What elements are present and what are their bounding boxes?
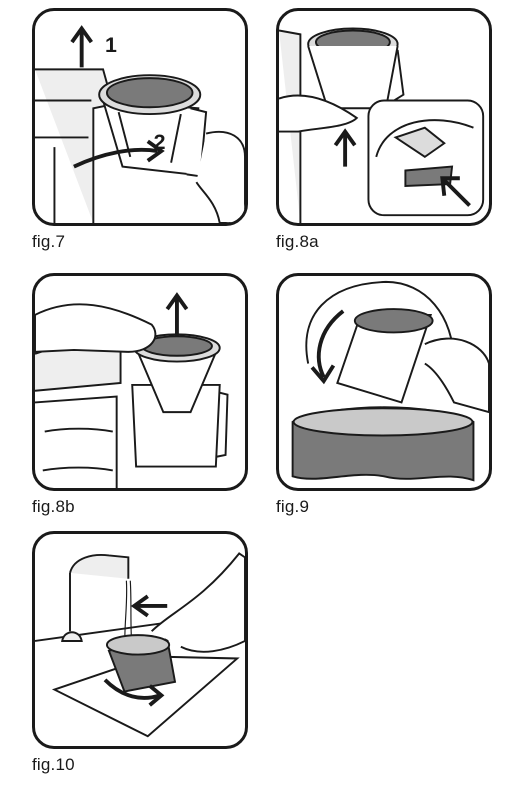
arrow-up-icon <box>165 292 189 337</box>
figure-8a-panel <box>276 8 492 226</box>
figure-8a-illustration <box>279 27 485 223</box>
figure-8a-caption: fig.8a <box>276 232 319 251</box>
figure-8b-caption: fig.8b <box>32 497 75 516</box>
figure-10-illustration <box>35 552 245 738</box>
figure-7-illustration: 1 2 <box>35 25 245 223</box>
figure-7-panel: 1 2 <box>32 8 248 226</box>
arrow-diagonal-icon <box>440 176 471 207</box>
step-label-1: 1 <box>105 33 117 57</box>
figure-10-caption: fig.10 <box>32 755 75 774</box>
figure-8b-illustration <box>35 292 229 488</box>
arrow-left-icon <box>130 594 168 618</box>
figure-10-panel <box>32 531 248 749</box>
figure-9-caption: fig.9 <box>276 497 310 516</box>
figure-8b-panel <box>32 273 248 491</box>
figure-9-panel <box>276 273 492 491</box>
figure-7-caption: fig.7 <box>32 232 66 251</box>
arrow-up-icon <box>333 128 357 167</box>
curved-arrow-icon <box>310 309 345 385</box>
curved-arrow-icon <box>103 678 165 707</box>
figure-9-illustration <box>291 280 489 482</box>
curved-arrow-icon <box>73 139 165 169</box>
arrow-up-icon <box>70 25 93 68</box>
step-label-2: 2 <box>154 130 166 154</box>
